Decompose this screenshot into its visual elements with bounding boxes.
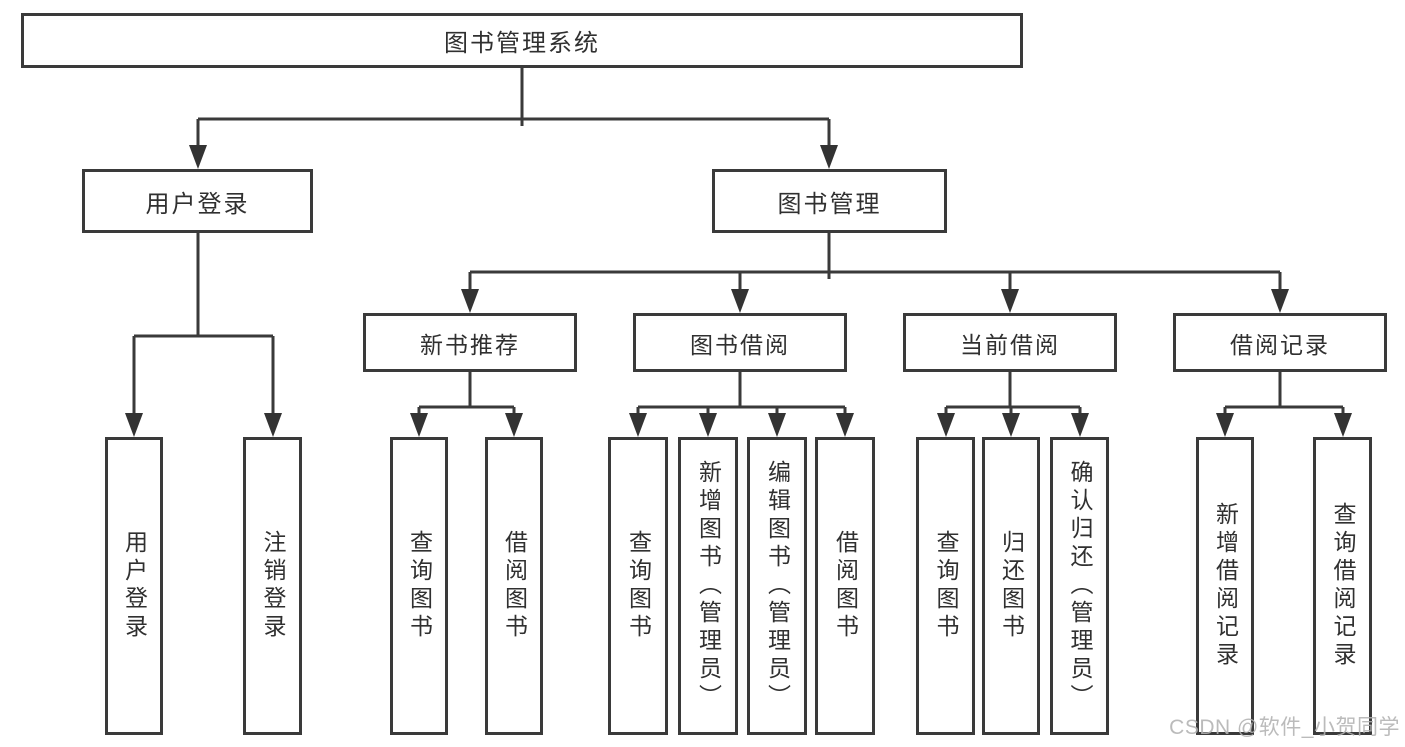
leaf-label: 查询图书 <box>406 530 433 642</box>
leaf-label: 新增图书（管理员） <box>695 460 722 712</box>
leaf-label: 查询图书 <box>625 530 652 642</box>
leaf-label: 确认归还（管理员） <box>1067 460 1093 712</box>
leaf-query-books-borrow: 查询图书 <box>608 437 668 735</box>
node-book-management: 图书管理 <box>712 169 947 233</box>
leaf-label: 借阅图书 <box>501 530 528 642</box>
node-current-borrowing: 当前借阅 <box>903 313 1117 372</box>
leaf-logout: 注销登录 <box>243 437 302 735</box>
leaf-label: 用户登录 <box>121 530 148 642</box>
node-new-book-recommend: 新书推荐 <box>363 313 577 372</box>
leaf-return-books: 归还图书 <box>982 437 1040 735</box>
leaf-label: 编辑图书（管理员） <box>764 460 791 712</box>
node-book-borrowing: 图书借阅 <box>633 313 847 372</box>
leaf-query-borrow-record: 查询借阅记录 <box>1313 437 1372 735</box>
node-borrowing-records: 借阅记录 <box>1173 313 1387 372</box>
leaf-label: 查询图书 <box>933 530 959 642</box>
leaf-add-borrow-record: 新增借阅记录 <box>1196 437 1254 735</box>
leaf-label: 查询借阅记录 <box>1330 502 1356 670</box>
leaf-add-books-admin: 新增图书（管理员） <box>678 437 738 735</box>
leaf-borrow-books: 借阅图书 <box>815 437 875 735</box>
leaf-edit-books-admin: 编辑图书（管理员） <box>747 437 807 735</box>
leaf-query-books-current: 查询图书 <box>916 437 975 735</box>
leaf-label: 新增借阅记录 <box>1212 502 1239 670</box>
csdn-watermark: CSDN @软件_小贺同学 <box>1169 716 1400 739</box>
leaf-query-books-recommend: 查询图书 <box>390 437 448 735</box>
leaf-user-login: 用户登录 <box>105 437 163 735</box>
leaf-label: 借阅图书 <box>832 530 859 642</box>
leaf-confirm-return-admin: 确认归还（管理员） <box>1050 437 1109 735</box>
leaf-label: 注销登录 <box>260 530 286 642</box>
node-user-login: 用户登录 <box>82 169 313 233</box>
leaf-label: 归还图书 <box>998 530 1025 642</box>
node-library-management-system: 图书管理系统 <box>21 13 1023 68</box>
leaf-borrow-books-recommend: 借阅图书 <box>485 437 543 735</box>
